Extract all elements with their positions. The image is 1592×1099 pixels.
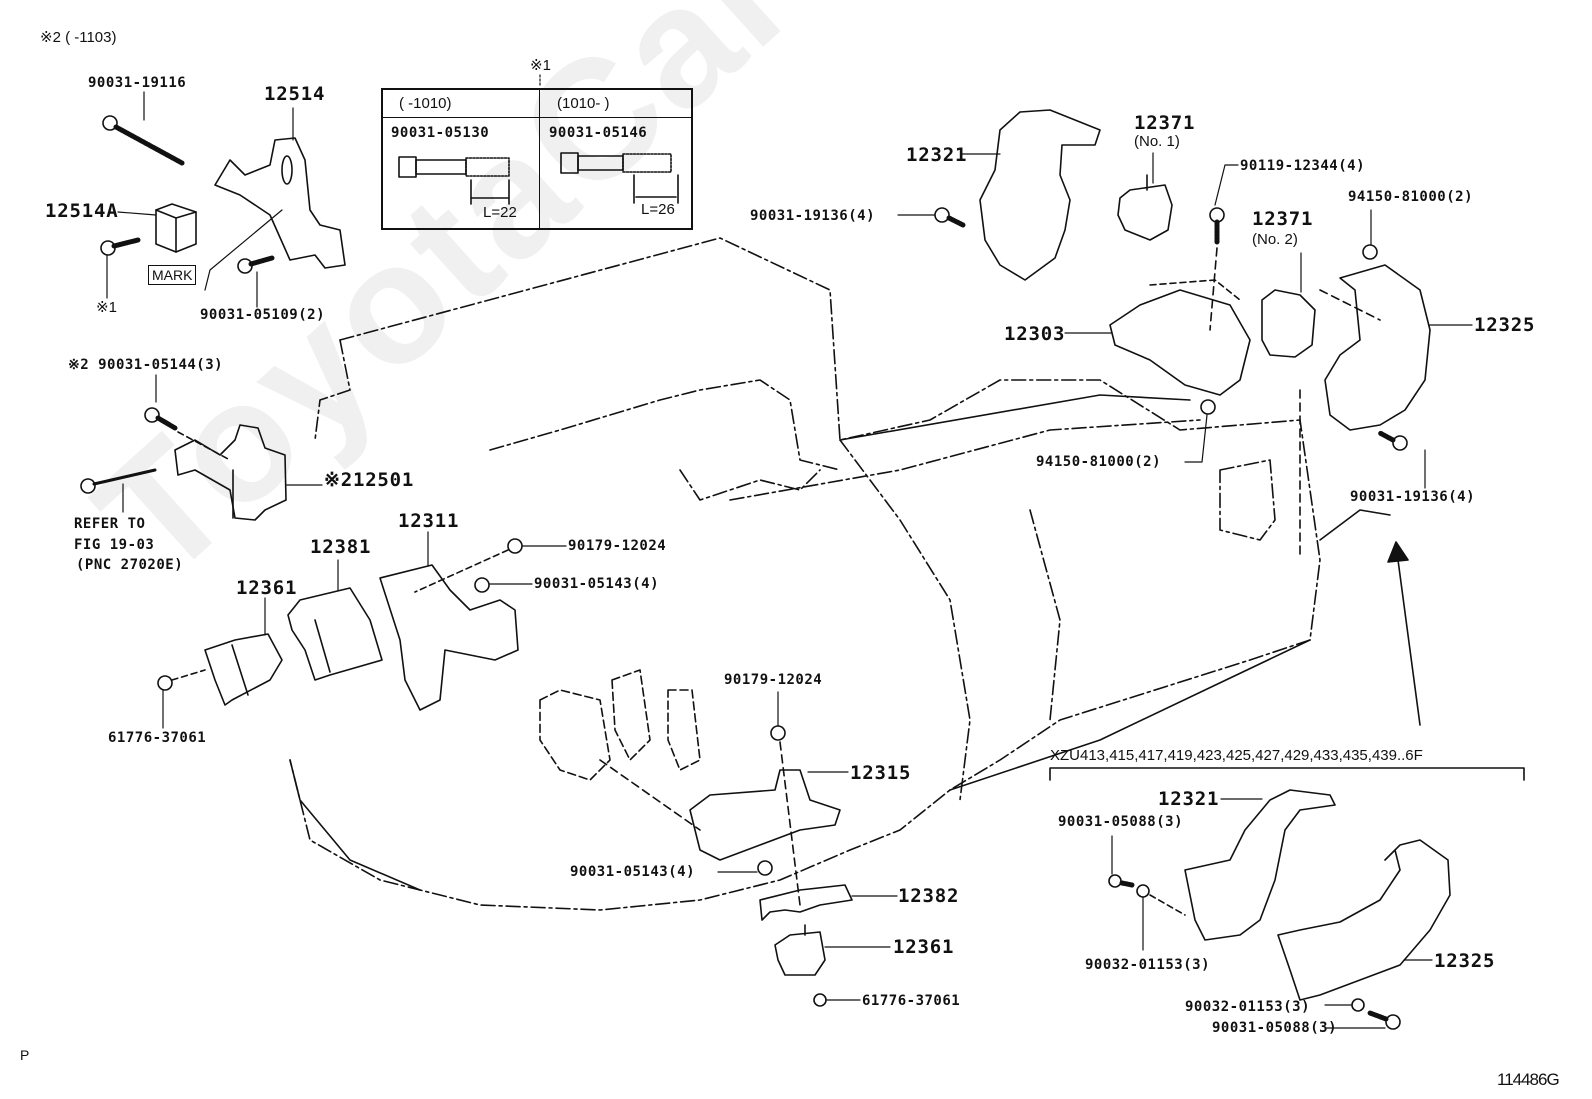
part-12381-pad	[287, 587, 383, 681]
variant-part-12325-bracket	[1277, 839, 1451, 1001]
nut-94150-top	[1362, 244, 1378, 260]
refer-to-line2[interactable]: FIG 19-03	[74, 537, 155, 553]
bolt-refer-fig	[80, 478, 96, 494]
part-12371-no1-insulator	[1117, 174, 1173, 241]
label-90031-05109[interactable]: 90031-05109(2)	[200, 307, 326, 323]
mark-label: MARK	[148, 265, 197, 285]
nut-94150-mid	[1200, 399, 1216, 415]
direction-arrow	[1387, 541, 1421, 726]
label-12371-no2[interactable]: 12371	[1252, 208, 1314, 230]
note2-range: ※2 ( -1103)	[40, 29, 117, 46]
table-col1-range: ( -1010)	[399, 95, 452, 112]
label-12514A[interactable]: 12514A	[45, 200, 119, 222]
part-12371-no2-insulator	[1261, 289, 1316, 358]
label-61776-37061-left[interactable]: 61776-37061	[108, 730, 207, 746]
variant-label-90031-05088-b[interactable]: 90031-05088(3)	[1212, 1020, 1338, 1036]
variant-label-90031-05088-a[interactable]: 90031-05088(3)	[1058, 814, 1184, 830]
table-col2-length: L=26	[641, 201, 675, 218]
table-column-divider	[539, 90, 540, 228]
figure-id: 114486G	[1497, 1070, 1560, 1089]
label-94150-81000-top[interactable]: 94150-81000(2)	[1348, 189, 1474, 205]
variant-label-12321[interactable]: 12321	[1158, 788, 1220, 810]
part-12311-bracket	[379, 564, 519, 711]
note1-table-marker: ※1	[530, 57, 551, 74]
nut-90179-top	[507, 538, 523, 554]
label-12325[interactable]: 12325	[1474, 314, 1536, 336]
table-col2-part[interactable]: 90031-05146	[549, 125, 648, 141]
label-12361-bottom[interactable]: 12361	[893, 936, 955, 958]
variant-group-label: XZU413,415,417,419,423,425,427,429,433,4…	[1050, 747, 1423, 764]
refer-to-line1: REFER TO	[74, 516, 146, 532]
part-12361-bottom-insulator	[774, 924, 826, 976]
part-12303-crossmember	[1109, 279, 1251, 396]
label-12514[interactable]: 12514	[264, 83, 326, 105]
label-90031-05143-top[interactable]: 90031-05143(4)	[534, 576, 660, 592]
label-12315[interactable]: 12315	[850, 762, 912, 784]
label-12381[interactable]: 12381	[310, 536, 372, 558]
label-90031-19116[interactable]: 90031-19116	[88, 75, 187, 91]
table-col1-part[interactable]: 90031-05130	[391, 125, 490, 141]
variant-bolt-90031-05088-b	[1385, 1014, 1401, 1030]
note1-marker-small: ※1	[96, 299, 117, 316]
table-col1-length: L=22	[483, 204, 517, 221]
part-12514-bracket	[214, 137, 346, 269]
leader-lines	[106, 91, 294, 308]
phantom-mount-blocks	[539, 669, 701, 781]
label-90031-19136-right[interactable]: 90031-19136(4)	[1350, 489, 1476, 505]
label-90179-12024-top[interactable]: 90179-12024	[568, 538, 667, 554]
refer-to-line3: (PNC 27020E)	[76, 557, 184, 573]
label-12501[interactable]: ※212501	[324, 469, 415, 491]
label-12311[interactable]: 12311	[398, 510, 460, 532]
bolt-90031-05143-top	[474, 577, 490, 593]
variant-label-90032-01153-a[interactable]: 90032-01153(3)	[1085, 957, 1211, 973]
part-12382-plate	[759, 884, 853, 921]
note1-table: ( -1010) (1010- ) 90031-05130 90031-0514…	[381, 88, 693, 230]
bolt-90031-19116	[102, 115, 185, 166]
label-90031-19136-top[interactable]: 90031-19136(4)	[750, 208, 876, 224]
part-12321-bracket	[979, 109, 1101, 281]
label-90179-12024-mid[interactable]: 90179-12024	[724, 672, 823, 688]
table-col2-range: (1010- )	[557, 95, 610, 112]
engine-outline	[289, 237, 1321, 911]
label-12382[interactable]: 12382	[898, 885, 960, 907]
label-12303[interactable]: 12303	[1004, 323, 1066, 345]
label-12371-no1-sub: (No. 1)	[1134, 133, 1180, 150]
label-90119-12344[interactable]: 90119-12344(4)	[1240, 158, 1366, 174]
part-12325-bracket	[1324, 264, 1431, 431]
label-61776-37061-bottom[interactable]: 61776-37061	[862, 993, 961, 1009]
part-12361-left-insulator	[204, 633, 283, 706]
label-12371-no2-sub: (No. 2)	[1252, 231, 1298, 248]
bolt-90031-05144	[144, 407, 160, 423]
bolt-90031-05143-mid	[757, 860, 773, 876]
engine-solid-lines	[289, 394, 1391, 891]
variant-part-12321-bracket	[1184, 789, 1336, 941]
part-12501-bracket	[174, 424, 287, 521]
variant-label-90032-01153-b[interactable]: 90032-01153(3)	[1185, 999, 1311, 1015]
part-12315-bracket	[689, 769, 841, 861]
label-12361-left[interactable]: 12361	[236, 577, 298, 599]
label-90031-05143-mid[interactable]: 90031-05143(4)	[570, 864, 696, 880]
table-header-divider	[383, 117, 691, 118]
label-12321[interactable]: 12321	[906, 144, 968, 166]
part-12514A-block	[155, 203, 197, 253]
bolt-90031-19136-right	[1392, 435, 1408, 451]
label-94150-81000-mid[interactable]: 94150-81000(2)	[1036, 454, 1162, 470]
table-bolt-90031-05146	[560, 152, 679, 204]
label-90031-05144[interactable]: ※2 90031-05144(3)	[68, 357, 224, 373]
variant-washer-90032-01153-b	[1351, 998, 1365, 1012]
label-12371-no1[interactable]: 12371	[1134, 112, 1196, 134]
nut-61776-left	[157, 675, 173, 691]
table-bolt-90031-05130	[398, 156, 510, 205]
variant-label-12325[interactable]: 12325	[1434, 950, 1496, 972]
variant-bracket	[1049, 767, 1525, 781]
page-marker: P	[20, 1047, 30, 1063]
